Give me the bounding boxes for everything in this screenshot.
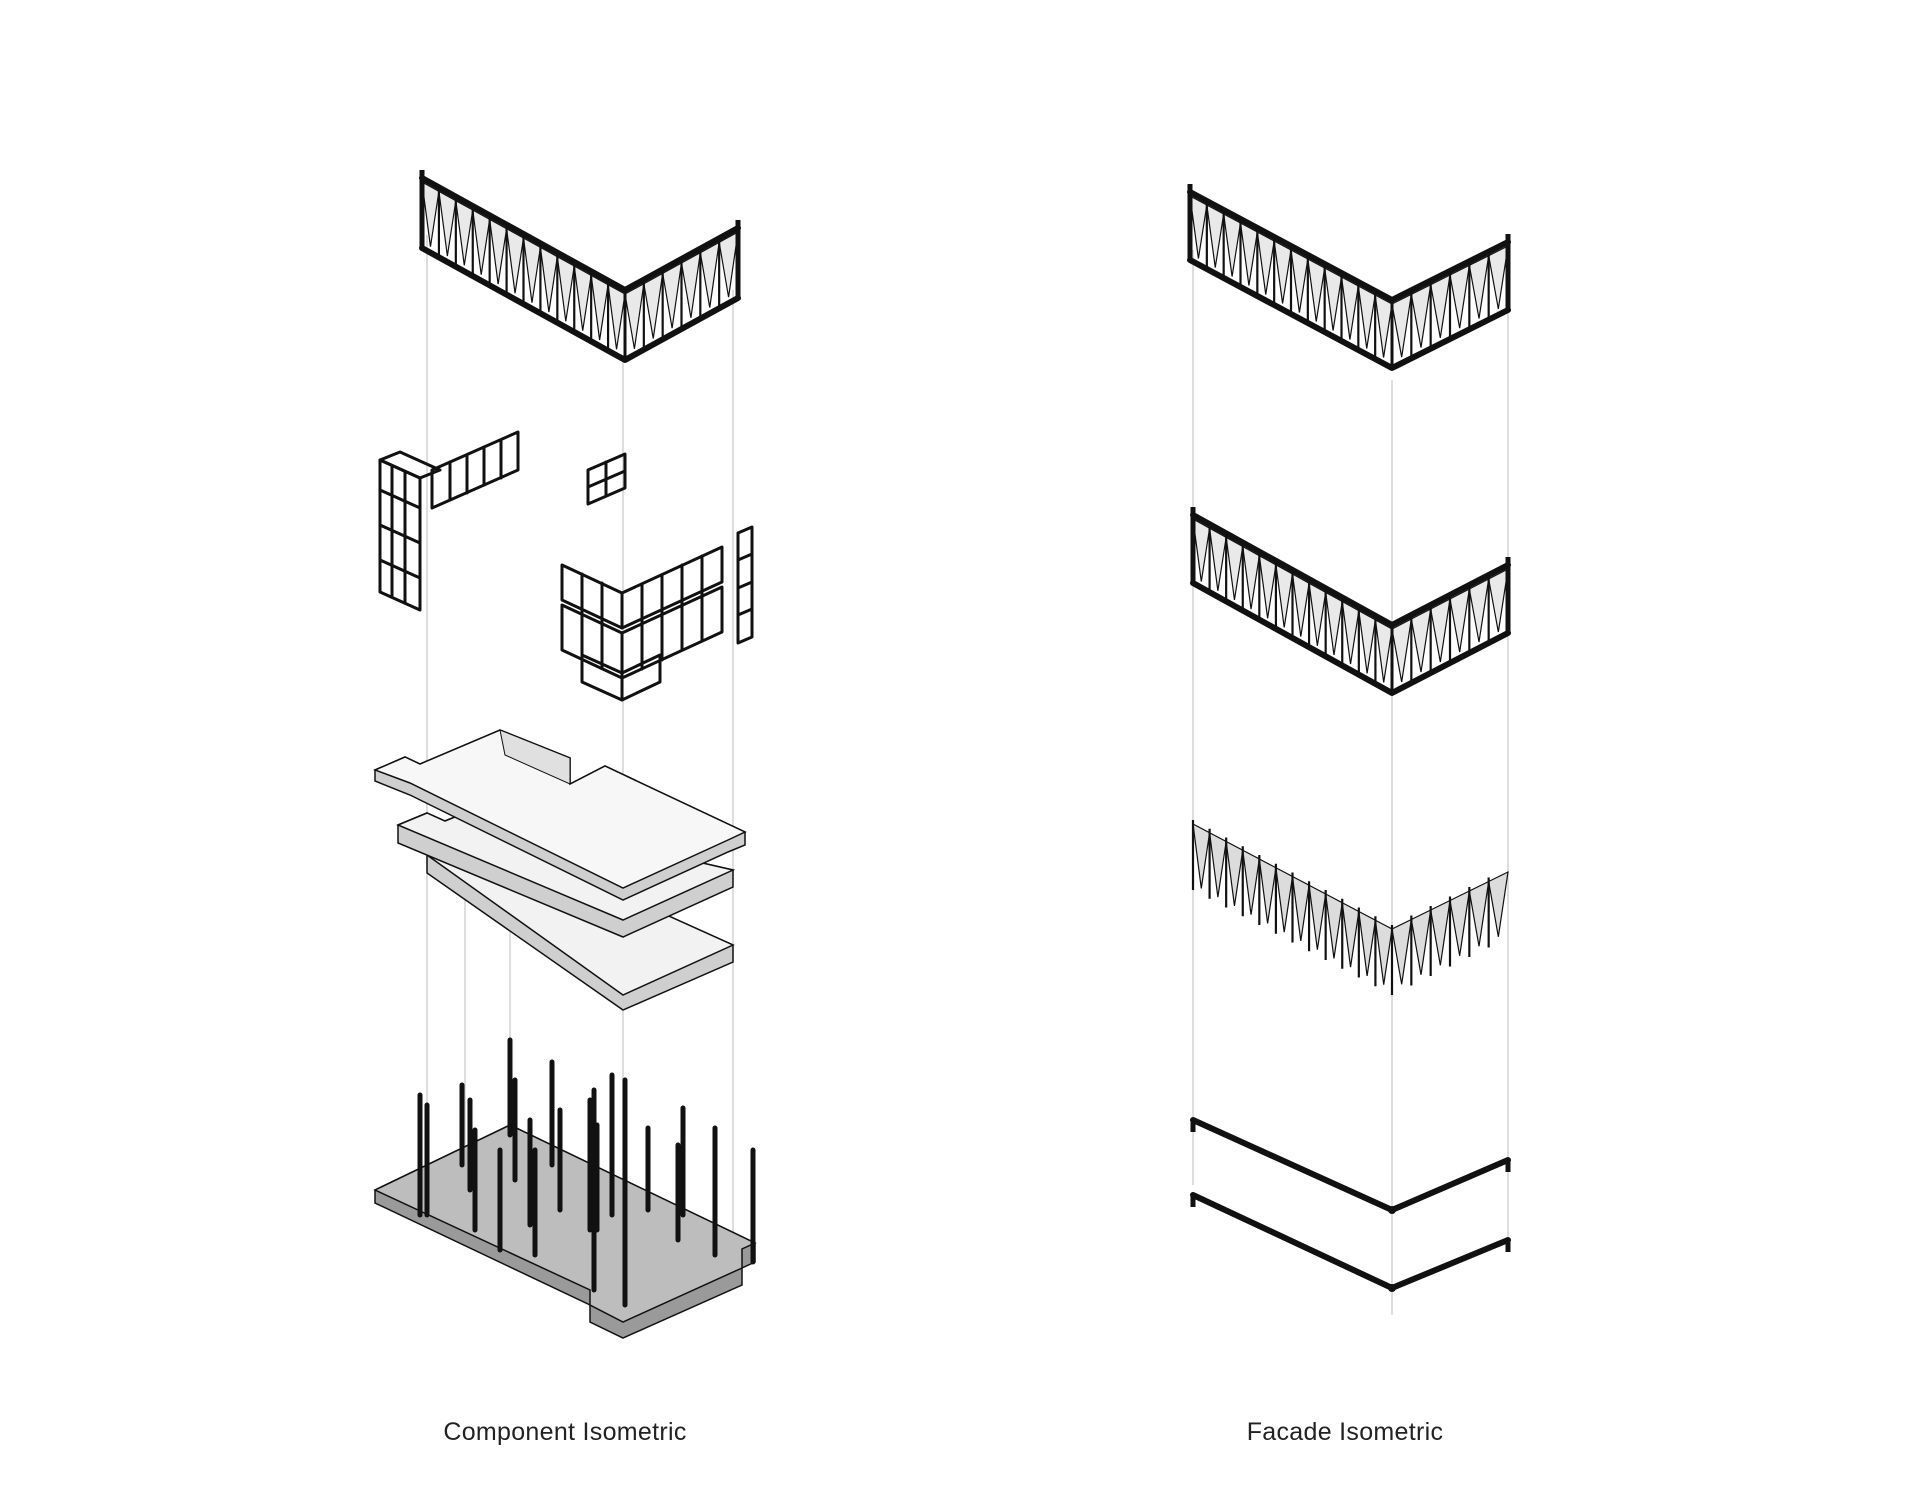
frieze-fin: [624, 282, 645, 349]
frieze-fin: [662, 261, 683, 329]
frieze-fin: [1468, 880, 1490, 947]
left-top-frieze: [419, 170, 741, 363]
frieze-fin: [1410, 908, 1432, 975]
frieze-fin: [1275, 866, 1294, 933]
frieze-fin: [438, 190, 457, 257]
frieze-fin: [556, 255, 575, 322]
frieze-fin: [1208, 527, 1227, 591]
frieze-fin: [590, 274, 609, 341]
frieze-fin: [1487, 244, 1509, 309]
frieze-fin: [472, 208, 491, 275]
frieze-fin: [1242, 849, 1260, 915]
frieze-fin: [1391, 918, 1413, 985]
columns: [417, 1037, 756, 1308]
frieze-fin: [1449, 889, 1471, 956]
frieze-fin: [1189, 194, 1208, 259]
frieze-fin: [607, 283, 626, 350]
frieze-fin: [1429, 597, 1451, 663]
frieze-fin: [1324, 892, 1343, 959]
frieze-fin: [1192, 517, 1211, 582]
frieze-fin: [488, 218, 508, 285]
frieze-fin: [1241, 545, 1260, 610]
frieze-fin: [1256, 230, 1275, 295]
frieze-fin: [1340, 275, 1359, 340]
frieze-fin: [1358, 910, 1377, 976]
frieze-fin: [1341, 901, 1360, 968]
frieze-fin: [1225, 536, 1244, 601]
frieze-fin: [680, 251, 702, 318]
frieze-fin: [1291, 572, 1310, 637]
right-fins: [1191, 820, 1509, 995]
frieze-fin: [1374, 618, 1393, 683]
window-frames: [378, 430, 754, 702]
frieze-fin: [699, 241, 720, 308]
frieze-fin: [1487, 870, 1509, 937]
lower-rails: [1190, 1117, 1511, 1292]
frieze-fin: [1357, 284, 1376, 349]
frieze-fin: [1308, 582, 1327, 646]
frieze-fin: [1225, 840, 1244, 906]
frieze-fin: [643, 272, 664, 339]
frieze-fin: [1410, 607, 1432, 673]
frieze-fin: [421, 180, 440, 247]
frieze-fin: [1429, 273, 1451, 338]
slab-1: [372, 729, 747, 901]
frieze-fin: [539, 246, 558, 313]
floor-slabs: [372, 729, 747, 1011]
frieze-fin: [1358, 609, 1377, 674]
frieze-fin: [1208, 831, 1227, 898]
frieze-fin: [1323, 266, 1343, 331]
right-top-frieze: [1187, 184, 1511, 371]
frieze-fin: [1192, 822, 1211, 889]
frieze-fin: [505, 227, 525, 294]
component-isometric-drawing: [372, 170, 757, 1339]
frieze-fin: [1429, 899, 1451, 966]
frieze-fin: [1468, 577, 1490, 643]
frieze-fin: [1449, 264, 1471, 329]
ground-slab: [373, 1124, 757, 1339]
component-isometric-caption: Component Isometric: [443, 1418, 687, 1446]
facade-isometric-caption: Facade Isometric: [1246, 1418, 1444, 1446]
frieze-fin: [1324, 591, 1343, 656]
frieze-fin: [1273, 239, 1292, 304]
frieze-fin: [1258, 857, 1277, 924]
frieze-fin: [1449, 587, 1471, 653]
frieze-fin: [1410, 283, 1432, 348]
frieze-fin: [1239, 221, 1258, 286]
right-mid-frieze: [1190, 507, 1511, 696]
frieze-fin: [1291, 875, 1310, 941]
frieze-fin: [718, 230, 739, 298]
frieze-fin: [1468, 254, 1490, 319]
frieze-fin: [1258, 554, 1277, 619]
right-guide-lines: [1192, 250, 1509, 1315]
frieze-fin: [1374, 919, 1393, 985]
frieze-fin: [1308, 884, 1327, 950]
frieze-fin: [1341, 600, 1360, 665]
frieze-fin: [1290, 248, 1309, 313]
frieze-fin: [1275, 563, 1294, 628]
frieze-fin: [1391, 617, 1413, 683]
facade-isometric-drawing: [1187, 184, 1511, 1315]
frieze-fin: [1222, 212, 1242, 277]
frieze-fin: [1391, 293, 1413, 358]
frieze-fin: [1206, 203, 1225, 268]
frieze-fin: [573, 264, 592, 331]
frieze-fin: [1374, 293, 1393, 358]
frieze-fin: [1307, 257, 1326, 322]
frieze-fin: [455, 199, 474, 266]
frieze-fin: [1487, 567, 1509, 633]
frieze-fin: [522, 236, 542, 303]
